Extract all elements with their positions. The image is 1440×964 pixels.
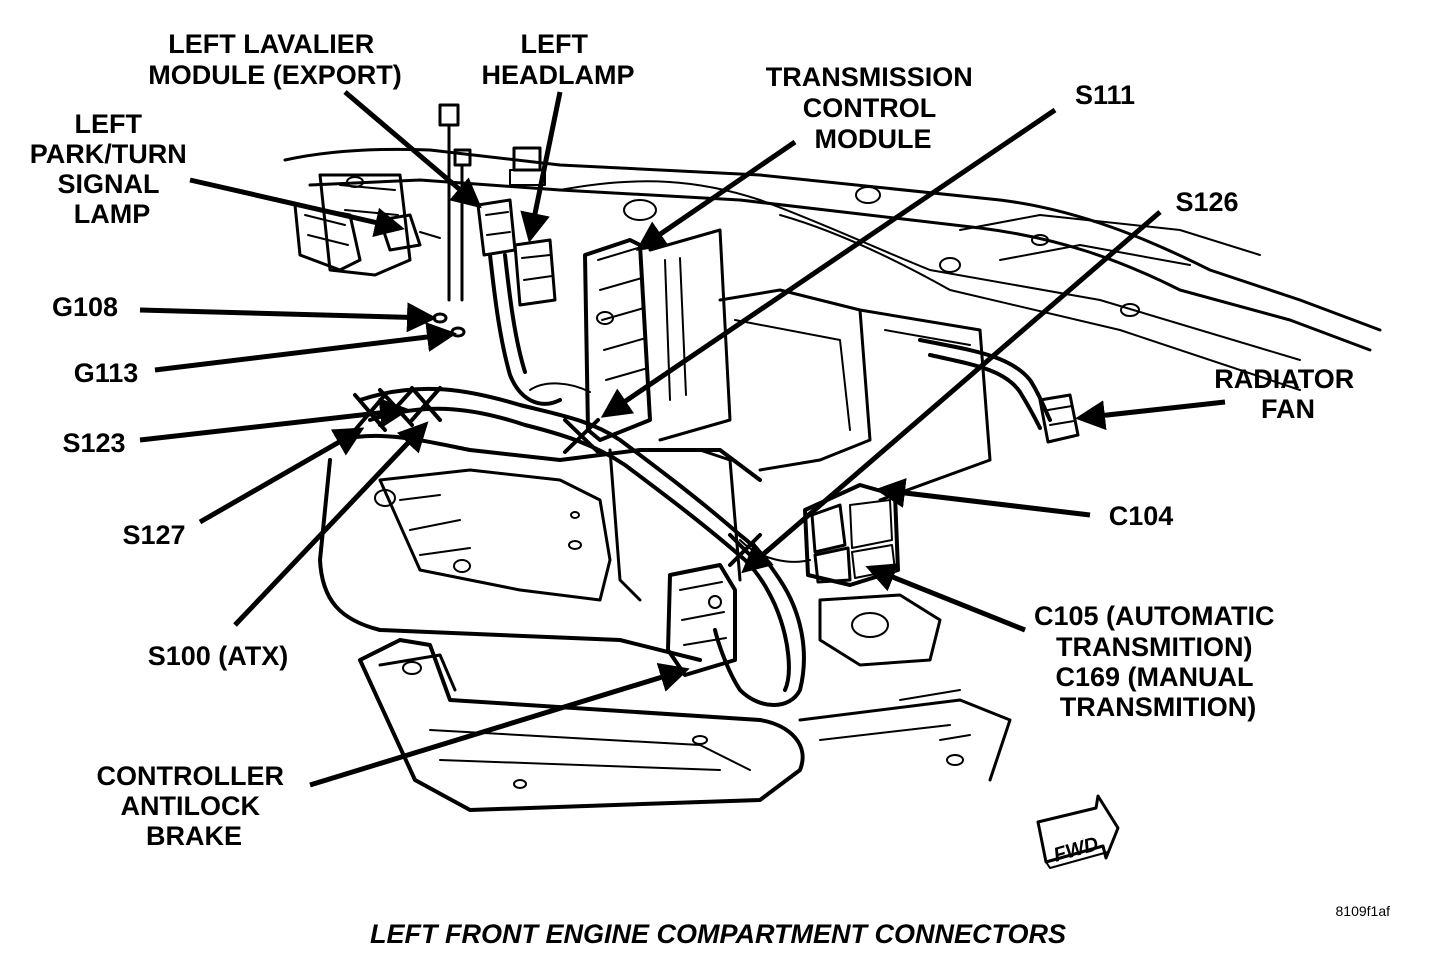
leader-lines [139,90,1226,788]
leader-c105 [865,563,1026,633]
leader-s127 [198,427,365,525]
callout-labels: LEFT LAVALIER MODULE (EXPORT) LEFT HEADL… [30,29,1362,851]
label-s123: S123 [62,428,125,458]
label-left-park-turn-signal-lamp: LEFT PARK/TURN SIGNAL LAMP [30,109,195,229]
label-g108: G108 [52,292,118,322]
leader-controller-antilock [309,662,690,788]
leader-g108 [139,302,437,333]
right-connector-cluster [803,483,900,587]
inner-fender-panel [718,288,992,502]
wiring-harness [358,253,1052,707]
label-s126: S126 [1175,187,1238,217]
leader-s111 [600,107,1057,418]
fwd-direction-badge: FWD [1036,794,1120,869]
label-s127: S127 [122,520,185,550]
lower-crossmember [358,593,1012,812]
figure-code: 8109f1af [1336,903,1391,919]
label-left-lavalier-module: LEFT LAVALIER MODULE (EXPORT) [148,29,402,90]
label-transmission-control-module: TRANSMISSION CONTROL MODULE [766,62,981,154]
figure-caption: LEFT FRONT ENGINE COMPARTMENT CONNECTORS [370,919,1066,949]
leader-left-lavalier [343,90,482,209]
label-s100-atx: S100 (ATX) [148,641,289,671]
abs-controller-module [666,563,737,677]
label-c104: C104 [1109,501,1174,531]
label-c105-c169: C105 (AUTOMATIC TRANSMITION) C169 (MANUA… [1034,601,1282,722]
label-controller-antilock-brake: CONTROLLER ANTILOCK BRAKE [97,761,292,851]
leader-s100 [233,421,429,627]
leader-left-headlamp [520,91,563,243]
radiator-support-crossmember [283,147,1382,391]
label-radiator-fan: RADIATOR FAN [1214,364,1362,424]
leader-s123 [139,397,410,443]
lavalier-module-connector [476,198,557,307]
leader-radiator-fan [1075,399,1226,431]
transmission-control-module [583,228,732,442]
leader-tcm [635,139,797,251]
label-g113: G113 [74,358,139,388]
leader-g113 [154,322,457,373]
leader-s126 [741,210,1162,574]
leader-c104 [875,478,1091,518]
label-s111: S111 [1075,80,1135,110]
left-fender-bracket [293,173,441,277]
leader-left-park-turn [189,177,405,238]
engine-compartment-drawing [283,103,1382,812]
label-left-headlamp: LEFT HEADLAMP [482,29,635,90]
radiator-fan-connector [1038,393,1080,444]
